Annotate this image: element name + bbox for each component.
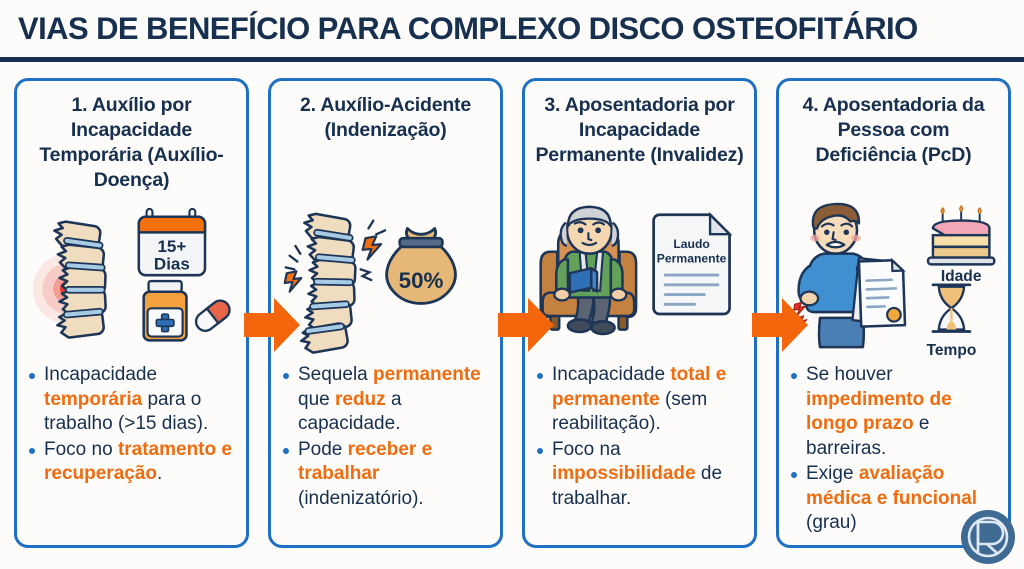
plain-text: (indenizatório). bbox=[298, 487, 424, 509]
plain-text: Incapacidade bbox=[552, 364, 671, 385]
man-back-pain-documents-illustration: Idade Tempo bbox=[783, 199, 1004, 359]
plain-text: de trabalhar. bbox=[552, 463, 723, 509]
card-title: 4. Aposentadoria da Pessoa com Deficiênc… bbox=[802, 94, 985, 166]
plain-text: Pode bbox=[298, 438, 348, 460]
highlight-text: tratamento e recuperação bbox=[44, 438, 232, 485]
highlight-text: receber e trabalhar bbox=[298, 438, 433, 485]
list-item: Se houver impedimento de longo prazo e b… bbox=[789, 363, 1004, 461]
flow-arrow-1-to-2 bbox=[244, 298, 300, 352]
lightning-bolt-icon bbox=[283, 235, 383, 293]
highlight-text: impossibilidade bbox=[552, 463, 696, 484]
card-auxilio-acidente[interactable]: 2. Auxílio-Acidente (Indenização) bbox=[268, 78, 503, 548]
card-aposentadoria-pcd[interactable]: 4. Aposentadoria da Pessoa com Deficiênc… bbox=[776, 78, 1011, 548]
plain-text: (grau) bbox=[806, 512, 857, 533]
card-bullets: Incapacidade temporária para o trabalho … bbox=[27, 363, 242, 488]
calendar-days-line2: Dias bbox=[154, 254, 190, 273]
spine-lightning-money-bag-illustration: 50% bbox=[275, 203, 496, 361]
flow-arrow-2-to-3 bbox=[498, 298, 554, 352]
highlight-text: permanente bbox=[373, 364, 481, 385]
page-title: VIAS DE BENEFÍCIO PARA COMPLEXO DISCO OS… bbox=[18, 10, 918, 46]
elderly-man-armchair-report-illustration: Laudo Permanente bbox=[529, 199, 750, 357]
list-item: Incapacidade temporária para o trabalho … bbox=[27, 363, 242, 437]
plain-text: e barreiras. bbox=[806, 413, 930, 459]
hourglass-label: Tempo bbox=[926, 342, 976, 359]
plain-text: . bbox=[157, 463, 163, 484]
card-aposentadoria-incapacidade-permanente[interactable]: 3. Aposentadoria por Incapacidade Perman… bbox=[522, 78, 757, 548]
list-item: Exige avaliação médica e funcional (grau… bbox=[789, 462, 1004, 536]
highlight-text: reduz bbox=[334, 388, 386, 410]
plain-text: Exige bbox=[806, 463, 859, 484]
flow-arrow-3-to-4 bbox=[752, 298, 808, 352]
list-item: Incapacidade total e permanente (sem rea… bbox=[535, 363, 750, 437]
card-bullets: Sequela permanente que reduz a capacidad… bbox=[281, 363, 496, 512]
plain-text: para o trabalho (>15 dias). bbox=[44, 388, 209, 435]
card-title: 2. Auxílio-Acidente (Indenização) bbox=[299, 94, 471, 141]
report-title-line1: Laudo bbox=[673, 237, 709, 251]
plain-text: que bbox=[298, 388, 335, 410]
highlight-text: temporária bbox=[44, 388, 143, 410]
title-bar: VIAS DE BENEFÍCIO PARA COMPLEXO DISCO OS… bbox=[0, 0, 1024, 62]
list-item: Sequela permanente que reduz a capacidad… bbox=[281, 363, 496, 437]
card-title: 1. Auxílio por Incapacidade Temporária (… bbox=[39, 94, 224, 191]
plain-text: Incapacidade bbox=[44, 364, 158, 385]
card-bullets: Incapacidade total e permanente (sem rea… bbox=[535, 363, 750, 512]
list-item: Foco no tratamento e recuperação. bbox=[27, 438, 242, 487]
money-bag-percent-label: 50% bbox=[399, 268, 444, 293]
card-auxilio-incapacidade-temporaria[interactable]: 1. Auxílio por Incapacidade Temporária (… bbox=[14, 78, 249, 548]
calendar-days-line1: 15+ bbox=[157, 237, 186, 256]
plain-text: Foco no bbox=[44, 438, 118, 460]
card-bullets: Se houver impedimento de longo prazo e b… bbox=[789, 363, 1004, 537]
list-item: Pode receber e trabalhar (indenizatório)… bbox=[281, 438, 496, 512]
highlight-text: total e permanente bbox=[552, 364, 727, 410]
list-item: Foco na impossibilidade de trabalhar. bbox=[535, 438, 750, 512]
card-title: 3. Aposentadoria por Incapacidade Perman… bbox=[535, 94, 744, 166]
plain-text: Sequela bbox=[298, 364, 374, 385]
plain-text: Foco na bbox=[552, 438, 621, 460]
brand-logo-monogram[interactable] bbox=[960, 509, 1016, 565]
plain-text: (sem reabilitação). bbox=[552, 388, 708, 435]
plain-text: Se houver bbox=[806, 364, 893, 385]
highlight-text: impedimento de longo prazo bbox=[806, 388, 952, 435]
highlight-text: avaliação médica e funcional bbox=[806, 463, 978, 509]
plain-text: a capacidade. bbox=[298, 388, 402, 435]
report-title-line2: Permanente bbox=[657, 251, 727, 265]
spine-pain-calendar-medication-illustration: 15+ Dias bbox=[21, 203, 242, 361]
cake-label: Idade bbox=[941, 268, 982, 285]
title-divider bbox=[0, 57, 1024, 62]
